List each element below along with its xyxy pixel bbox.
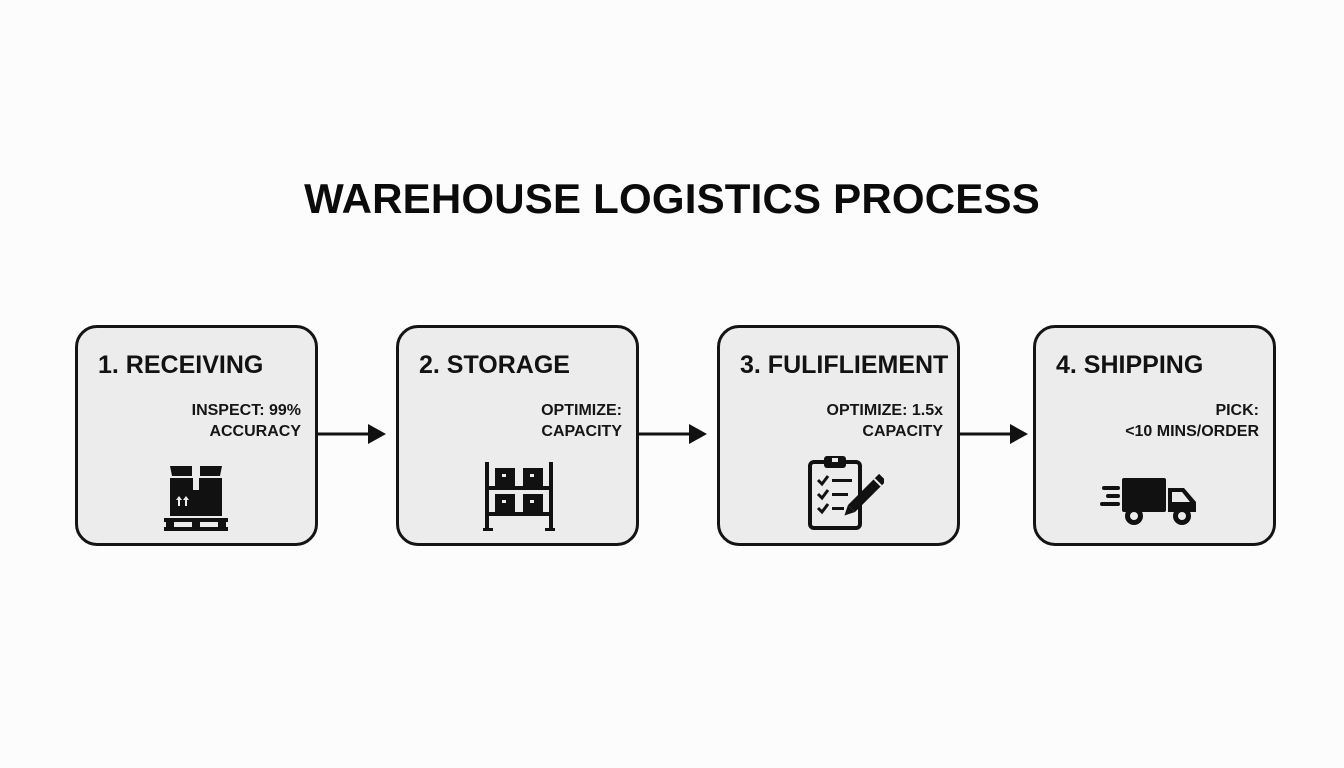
metric-line: INSPECT: 99% (191, 402, 301, 419)
metric-line: ACCURACY (209, 423, 301, 440)
pallet-box-icon (164, 466, 228, 531)
step-receiving: 1. RECEIVING INSPECT: 99% ACCURACY (75, 325, 318, 546)
step-metric: OPTIMIZE: 1.5x CAPACITY (827, 400, 943, 442)
step-metric: INSPECT: 99% ACCURACY (192, 400, 301, 442)
shelving-rack-icon (483, 462, 555, 531)
clipboard-checklist-icon (808, 456, 884, 530)
flow-arrow (639, 424, 707, 444)
step-fulfillment: 3. FULIFLIEMENT OPTIMIZE: 1.5x CAPACITY (717, 325, 960, 546)
step-shipping: 4. SHIPPING PICK: <10 MINS/ORDER (1033, 325, 1276, 546)
metric-line: CAPACITY (541, 423, 622, 440)
delivery-truck-icon (1100, 478, 1196, 525)
step-metric: OPTIMIZE: CAPACITY (541, 400, 622, 442)
step-label: 2. STORAGE (419, 351, 570, 379)
metric-line: CAPACITY (862, 423, 943, 440)
flow-arrow (318, 424, 386, 444)
metric-line: <10 MINS/ORDER (1125, 423, 1259, 440)
metric-line: OPTIMIZE: (541, 402, 622, 419)
flow-arrow (960, 424, 1028, 444)
step-metric: PICK: <10 MINS/ORDER (1125, 400, 1259, 442)
step-storage: 2. STORAGE OPTIMIZE: CAPACITY (396, 325, 639, 546)
metric-line: OPTIMIZE: 1.5x (826, 402, 943, 419)
diagram-title: WAREHOUSE LOGISTICS PROCESS (304, 175, 1040, 222)
metric-line: PICK: (1215, 402, 1259, 419)
step-label: 3. FULIFLIEMENT (740, 351, 949, 379)
step-label: 1. RECEIVING (98, 351, 264, 379)
step-label: 4. SHIPPING (1056, 351, 1204, 379)
